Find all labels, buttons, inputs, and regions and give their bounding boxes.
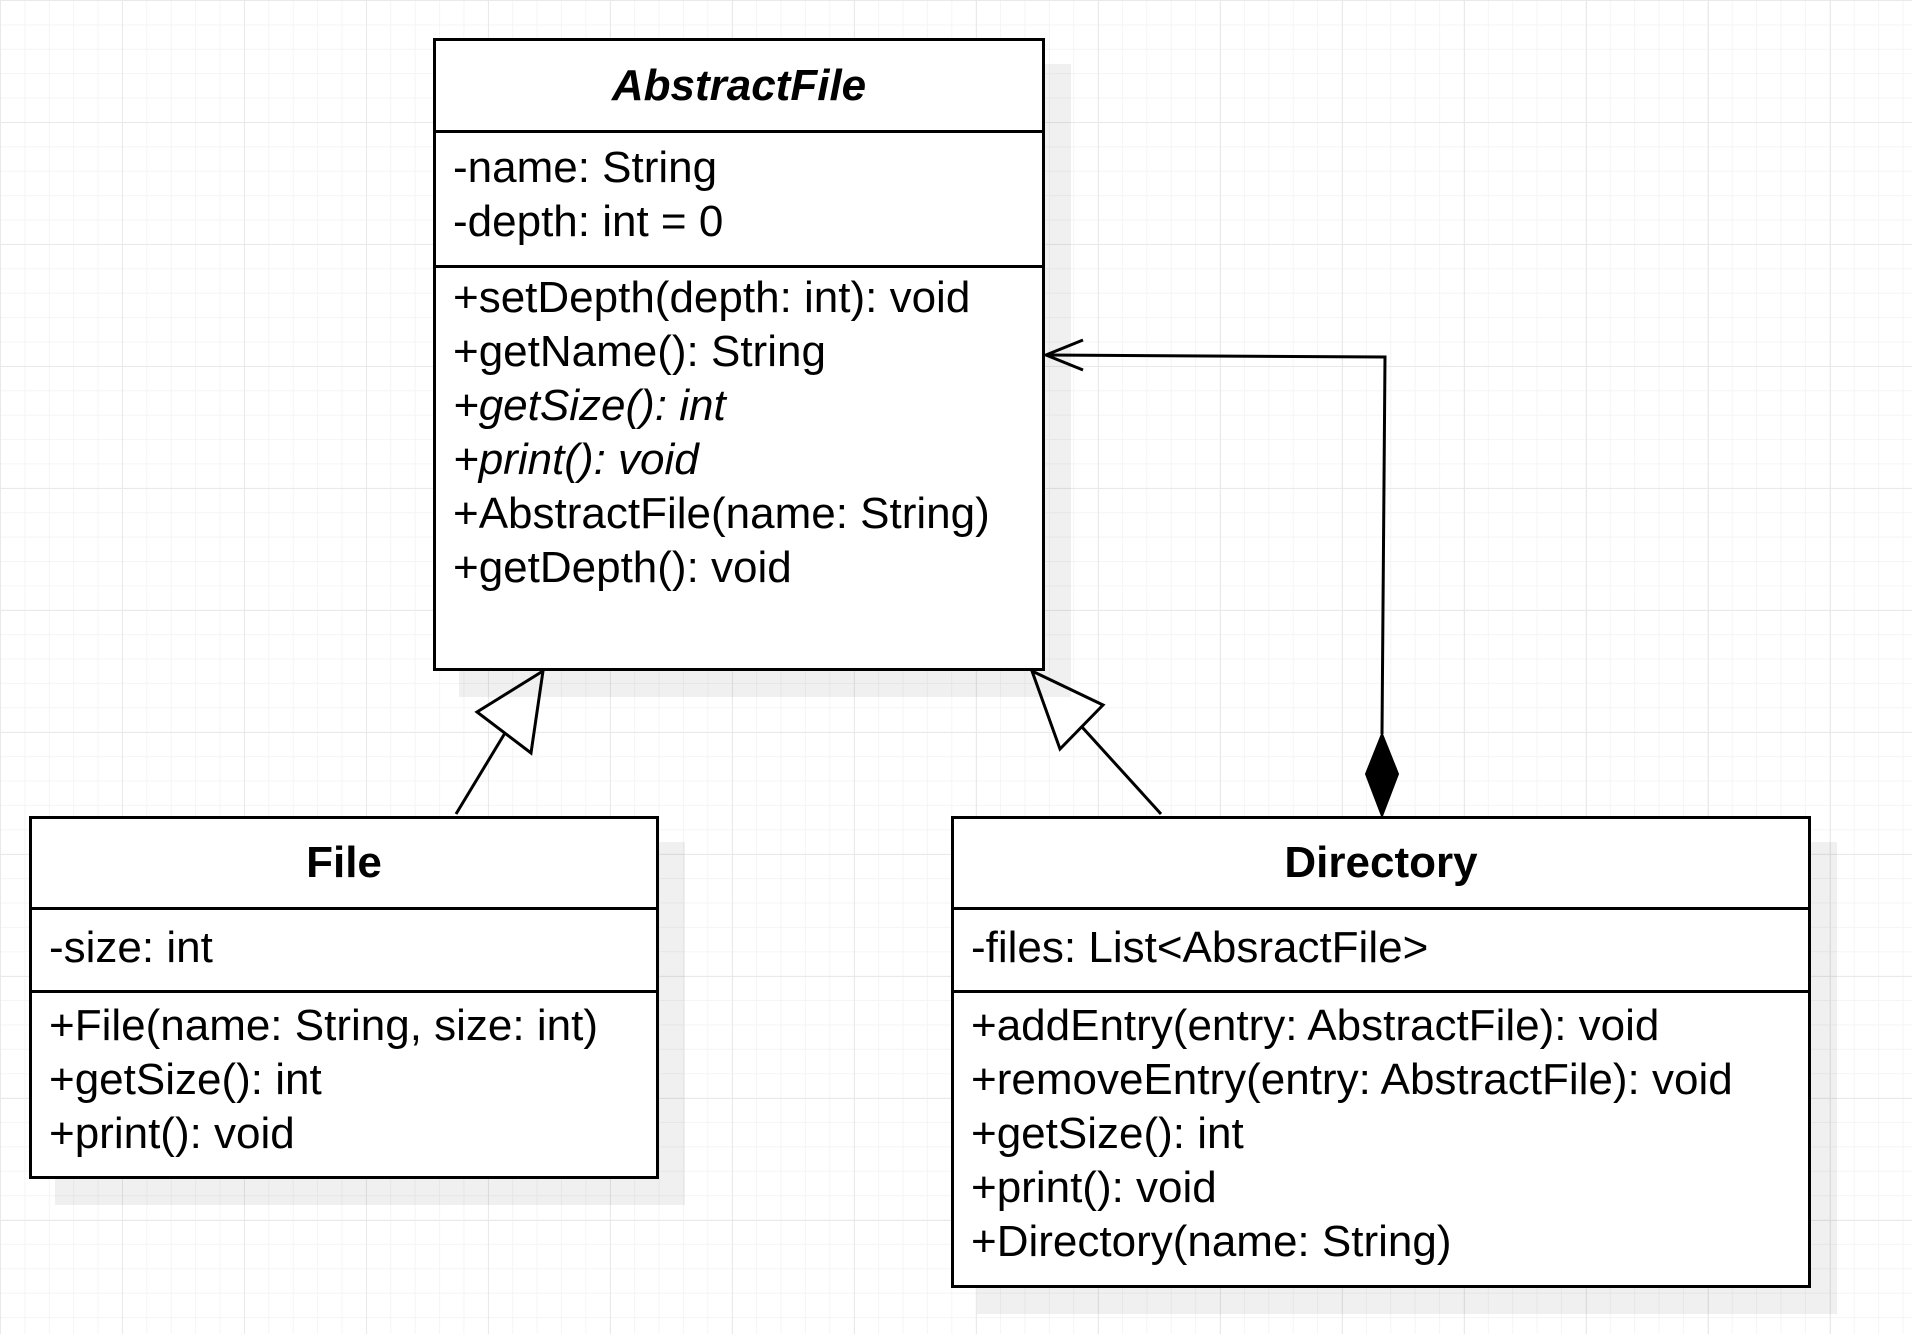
attribute: -files: List<AbsractFile>: [971, 923, 1429, 972]
filled-diamond-icon: [1364, 731, 1400, 819]
class-abstractfile[interactable]: AbstractFile -name: String -depth: int =…: [433, 38, 1045, 671]
class-name: File: [32, 819, 656, 910]
attributes-section: -files: List<AbsractFile>: [954, 910, 1808, 993]
method: +getName(): String: [453, 327, 826, 376]
generalization-directory-to-abstractfile[interactable]: [1029, 668, 1163, 816]
hollow-triangle-arrowhead-icon: [1029, 668, 1106, 752]
abstract-method: +print(): void: [453, 435, 699, 484]
method: +getSize(): int: [971, 1109, 1244, 1158]
method: +addEntry(entry: AbstractFile): void: [971, 1001, 1660, 1050]
attribute: -depth: int = 0: [453, 197, 724, 246]
generalization-file-to-abstractfile[interactable]: [454, 668, 545, 815]
method: +print(): void: [971, 1163, 1217, 1212]
class-directory[interactable]: Directory -files: List<AbsractFile> +add…: [951, 816, 1811, 1288]
attributes-section: -name: String -depth: int = 0: [436, 133, 1042, 268]
open-arrowhead-icon: [1042, 338, 1084, 372]
methods-section: +addEntry(entry: AbstractFile): void +re…: [954, 993, 1808, 1269]
attribute: -name: String: [453, 143, 718, 192]
attributes-section: -size: int: [32, 910, 656, 993]
methods-section: +File(name: String, size: int) +getSize(…: [32, 993, 656, 1161]
composition-line: [1045, 353, 1387, 735]
method: +getSize(): int: [49, 1055, 322, 1104]
method: +setDepth(depth: int): void: [453, 273, 971, 322]
method: +print(): void: [49, 1109, 295, 1158]
method: +getDepth(): void: [453, 543, 792, 592]
abstract-method: +getSize(): int: [453, 381, 726, 430]
method: +File(name: String, size: int): [49, 1001, 598, 1050]
generalization-line: [454, 732, 507, 815]
generalization-line: [1080, 725, 1163, 816]
class-name: Directory: [954, 819, 1808, 910]
hollow-triangle-arrowhead-icon: [474, 668, 545, 756]
method: +AbstractFile(name: String): [453, 489, 990, 538]
class-name: AbstractFile: [436, 41, 1042, 133]
method: +removeEntry(entry: AbstractFile): void: [971, 1055, 1733, 1104]
methods-section: +setDepth(depth: int): void +getName(): …: [436, 268, 1042, 595]
class-file[interactable]: File -size: int +File(name: String, size…: [29, 816, 659, 1179]
method: +Directory(name: String): [971, 1217, 1452, 1266]
attribute: -size: int: [49, 923, 213, 972]
